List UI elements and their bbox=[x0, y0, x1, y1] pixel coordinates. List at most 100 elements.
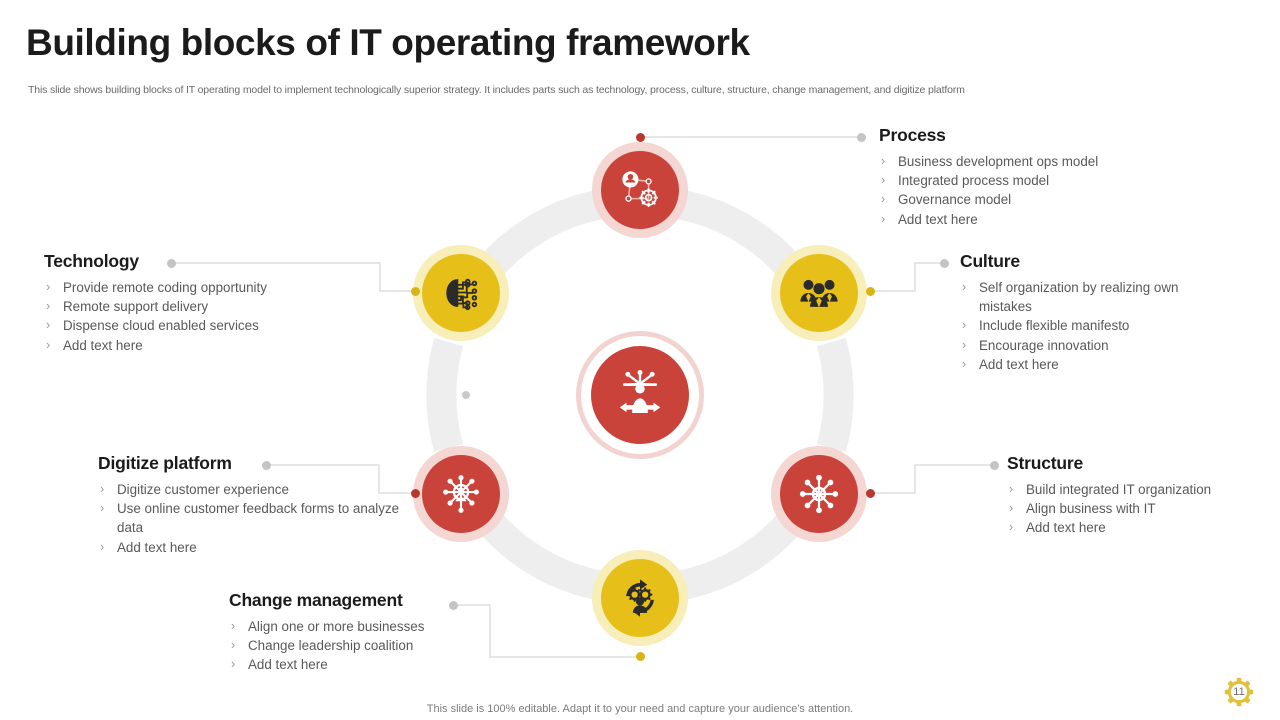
list-item: ›Include flexible manifesto bbox=[960, 316, 1200, 335]
chevron-right-icon: › bbox=[881, 173, 886, 188]
block-title-structure: Structure bbox=[1007, 453, 1083, 473]
chevron-right-icon: › bbox=[231, 657, 236, 672]
chevron-right-icon: › bbox=[962, 356, 967, 371]
list-item: ›Self organization by realizing own mist… bbox=[960, 278, 1200, 316]
connector-dot-change-node bbox=[636, 652, 645, 661]
connector-dot-process-label bbox=[857, 133, 866, 142]
list-item-text: Dispense cloud enabled services bbox=[63, 318, 259, 334]
list-item-text: Digitize customer experience bbox=[117, 482, 289, 497]
list-item: › Governance model bbox=[879, 190, 1179, 209]
list-item: › Align business with IT bbox=[1007, 499, 1269, 518]
chevron-right-icon: › bbox=[231, 619, 236, 633]
list-item: › Change leadership coalition bbox=[229, 636, 519, 655]
chevron-right-icon: › bbox=[100, 482, 105, 496]
team-people-icon bbox=[800, 279, 838, 308]
list-item-text: Add text here bbox=[1026, 520, 1106, 536]
block-title-culture: Culture bbox=[960, 251, 1020, 271]
person-arrows-hub-icon bbox=[619, 370, 661, 418]
connector-dot-culture-label bbox=[940, 259, 949, 268]
chevron-right-icon: › bbox=[1009, 520, 1014, 535]
list-item-text: Business development ops model bbox=[898, 154, 1099, 169]
node-core bbox=[780, 455, 858, 533]
block-digitize-platform: Digitize platform ›Digitize customer exp… bbox=[98, 453, 403, 557]
gear-badge-icon bbox=[1224, 677, 1254, 707]
block-list-technology: ›Provide remote coding opportunity ›Remo… bbox=[44, 278, 344, 355]
chevron-right-icon: › bbox=[881, 192, 886, 207]
list-item-text: Include flexible manifesto bbox=[979, 318, 1130, 334]
node-core bbox=[422, 254, 500, 332]
connector-dot-structure-label bbox=[990, 461, 999, 470]
chevron-right-icon: › bbox=[100, 539, 105, 554]
page-number-badge: 11 bbox=[1224, 677, 1254, 707]
brain-circuit-icon bbox=[446, 278, 478, 311]
node-digitize-platform[interactable] bbox=[413, 446, 509, 542]
block-structure: Structure › Build integrated IT organizat… bbox=[1007, 453, 1269, 538]
list-item-text: Add text here bbox=[898, 211, 978, 227]
chevron-right-icon: › bbox=[46, 280, 51, 294]
list-item: › Add text here bbox=[98, 538, 403, 557]
connector-digitize bbox=[265, 460, 417, 500]
block-title-change-management: Change management bbox=[229, 590, 403, 610]
process-network-gear-icon bbox=[622, 171, 658, 208]
node-structure[interactable] bbox=[771, 446, 867, 542]
block-change-management: Change management ›Align one or more bus… bbox=[229, 590, 519, 675]
connector-dot-technology-label bbox=[167, 259, 176, 268]
chevron-right-icon: › bbox=[881, 211, 886, 226]
block-list-digitize-platform: ›Digitize customer experience ›Use onlin… bbox=[98, 480, 403, 557]
list-item-text: Change leadership coalition bbox=[248, 638, 414, 654]
block-title-technology: Technology bbox=[44, 251, 139, 271]
list-item-text: Governance model bbox=[898, 192, 1012, 208]
list-item: ›Business development ops model bbox=[879, 152, 1179, 171]
circular-diagram bbox=[366, 120, 914, 680]
list-item: ›Remote support delivery bbox=[44, 297, 344, 316]
list-item-text: Remote support delivery bbox=[63, 299, 209, 315]
digitize-user-network-icon bbox=[443, 475, 479, 513]
block-culture: Culture ›Self organization by realizing … bbox=[960, 251, 1200, 374]
list-item: ›Provide remote coding opportunity bbox=[44, 278, 344, 297]
node-core bbox=[591, 346, 689, 444]
node-culture[interactable] bbox=[771, 245, 867, 341]
chevron-right-icon: › bbox=[1009, 501, 1014, 516]
list-item-text: Add text here bbox=[979, 356, 1059, 372]
list-item: ›Integrated process model bbox=[879, 171, 1179, 190]
block-list-culture: ›Self organization by realizing own mist… bbox=[960, 278, 1200, 374]
chevron-right-icon: › bbox=[231, 638, 236, 653]
list-item: ›Align one or more businesses bbox=[229, 617, 519, 636]
connector-change-management bbox=[452, 600, 648, 662]
list-item-text: Add text here bbox=[248, 657, 328, 673]
connector-culture bbox=[869, 258, 949, 298]
chevron-right-icon: › bbox=[46, 337, 51, 352]
node-change-management[interactable] bbox=[592, 550, 688, 646]
connector-dot-change-label bbox=[449, 601, 458, 610]
page-title: Building blocks of IT operating framewor… bbox=[26, 22, 750, 63]
connector-dot-structure-node bbox=[866, 489, 875, 498]
chevron-right-icon: › bbox=[1009, 482, 1014, 496]
node-process[interactable] bbox=[592, 142, 688, 238]
connector-dot-digitize-label bbox=[262, 461, 271, 470]
connector-dot-digitize-node bbox=[411, 489, 420, 498]
list-item-text: Build integrated IT organization bbox=[1026, 482, 1212, 497]
node-core bbox=[601, 151, 679, 229]
block-technology: Technology ›Provide remote coding opport… bbox=[44, 251, 344, 355]
block-title-process: Process bbox=[879, 125, 946, 145]
page-subtitle: This slide shows building blocks of IT o… bbox=[28, 84, 965, 96]
node-center[interactable] bbox=[576, 331, 704, 459]
footer-note: This slide is 100% editable. Adapt it to… bbox=[426, 703, 854, 715]
list-item: ›Dispense cloud enabled services bbox=[44, 316, 344, 335]
connector-dot-technology-node bbox=[411, 287, 420, 296]
connector-structure bbox=[869, 460, 999, 500]
list-item: › Add text here bbox=[229, 655, 519, 674]
list-item: › Digitize customer experience bbox=[98, 480, 403, 499]
list-item: › Add text here bbox=[879, 210, 1179, 229]
list-item-text: Align business with IT bbox=[1026, 501, 1156, 517]
list-item-text: Encourage innovation bbox=[979, 337, 1109, 353]
node-technology[interactable] bbox=[413, 245, 509, 341]
connector-dot-process-node bbox=[636, 133, 645, 142]
list-item: ›Use online customer feedback forms to a… bbox=[98, 499, 403, 537]
list-item-text: Use online customer feedback forms to an… bbox=[117, 501, 400, 536]
block-list-structure: › Build integrated IT organization › Align… bbox=[1007, 480, 1269, 538]
list-item: › Add text here bbox=[1007, 518, 1269, 537]
list-item: › Add text here bbox=[960, 355, 1200, 374]
list-item-text: Add text here bbox=[117, 539, 197, 555]
